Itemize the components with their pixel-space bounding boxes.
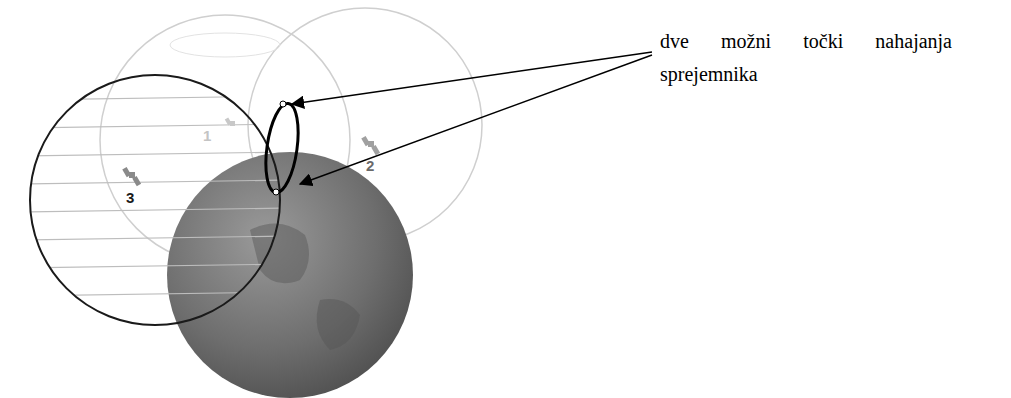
satellite-number: 3 [126,190,134,206]
satellite-icon [122,167,141,186]
leader-arrow [292,52,652,104]
satellite-icon [361,136,380,155]
satellite-number: 2 [366,158,374,174]
intersection-circle [261,101,303,194]
receiver-point [273,189,279,195]
receiver-point [280,101,286,107]
earth-globe [167,152,413,398]
leader-arrow [300,55,652,184]
satellite-sphere [30,75,280,325]
callout-text: dve možni točki nahajanja sprejemnika [660,25,952,91]
satellite-number: 1 [203,128,211,144]
satellite-icon [225,117,235,126]
